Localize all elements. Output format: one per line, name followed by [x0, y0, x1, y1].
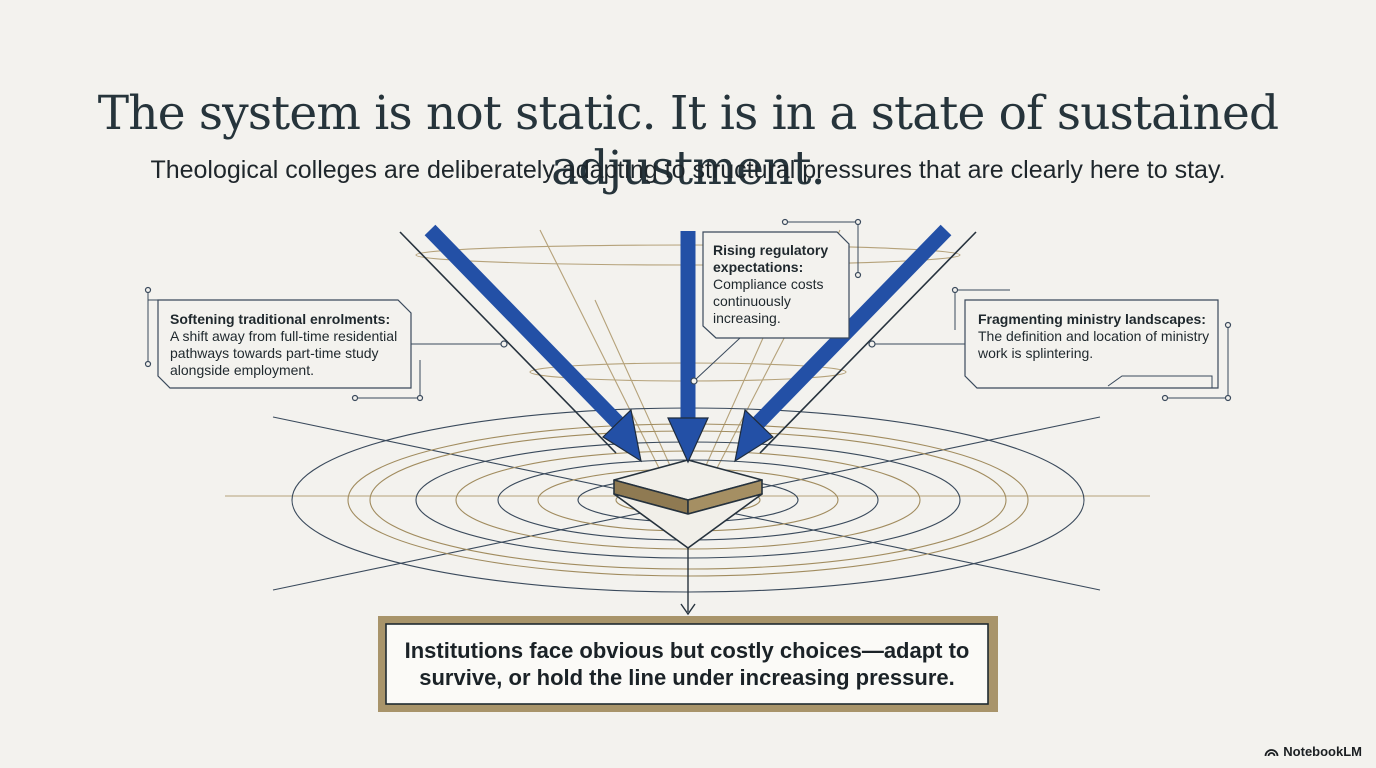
brand-name: NotebookLM — [1283, 744, 1362, 759]
convergence-prism — [613, 459, 763, 549]
callout-heading: Fragmenting ministry landscapes: — [978, 311, 1206, 327]
leader-center — [694, 337, 741, 381]
page-title: The system is not static. It is in a sta… — [97, 86, 1279, 196]
callout-text: A shift away from full-time residential … — [170, 328, 398, 378]
callout-frame-left — [144, 286, 508, 402]
pressure-arrow-left — [399, 224, 642, 463]
conclusion-frame — [378, 616, 998, 712]
notebooklm-brand: NotebookLM — [1264, 744, 1362, 759]
callout-frame-right — [868, 286, 1232, 402]
prism-base — [613, 493, 763, 549]
callout-heading: Rising regulatory expectations: — [713, 242, 829, 275]
callout-softening-enrolments: Softening traditional enrolments: A shif… — [170, 311, 410, 379]
notebooklm-logo-icon — [1264, 749, 1279, 757]
callout-text: The definition and location of ministry … — [978, 328, 1210, 361]
page-subtitle: Theological colleges are deliberately ad… — [150, 156, 1226, 184]
callout-regulatory-expectations: Rising regulatory expectations: Complian… — [713, 242, 843, 327]
callout-text: Compliance costs continuously increasing… — [713, 276, 824, 326]
callout-heading: Softening traditional enrolments: — [170, 311, 391, 327]
output-arrow — [680, 548, 696, 616]
callout-fragmenting-ministry: Fragmenting ministry landscapes: The def… — [978, 311, 1213, 362]
pressure-arrow-right — [734, 224, 977, 463]
conclusion-text: Institutions face obvious but costly cho… — [404, 638, 970, 690]
callout-frame-center — [690, 218, 862, 385]
pressure-arrow-center — [667, 231, 709, 464]
